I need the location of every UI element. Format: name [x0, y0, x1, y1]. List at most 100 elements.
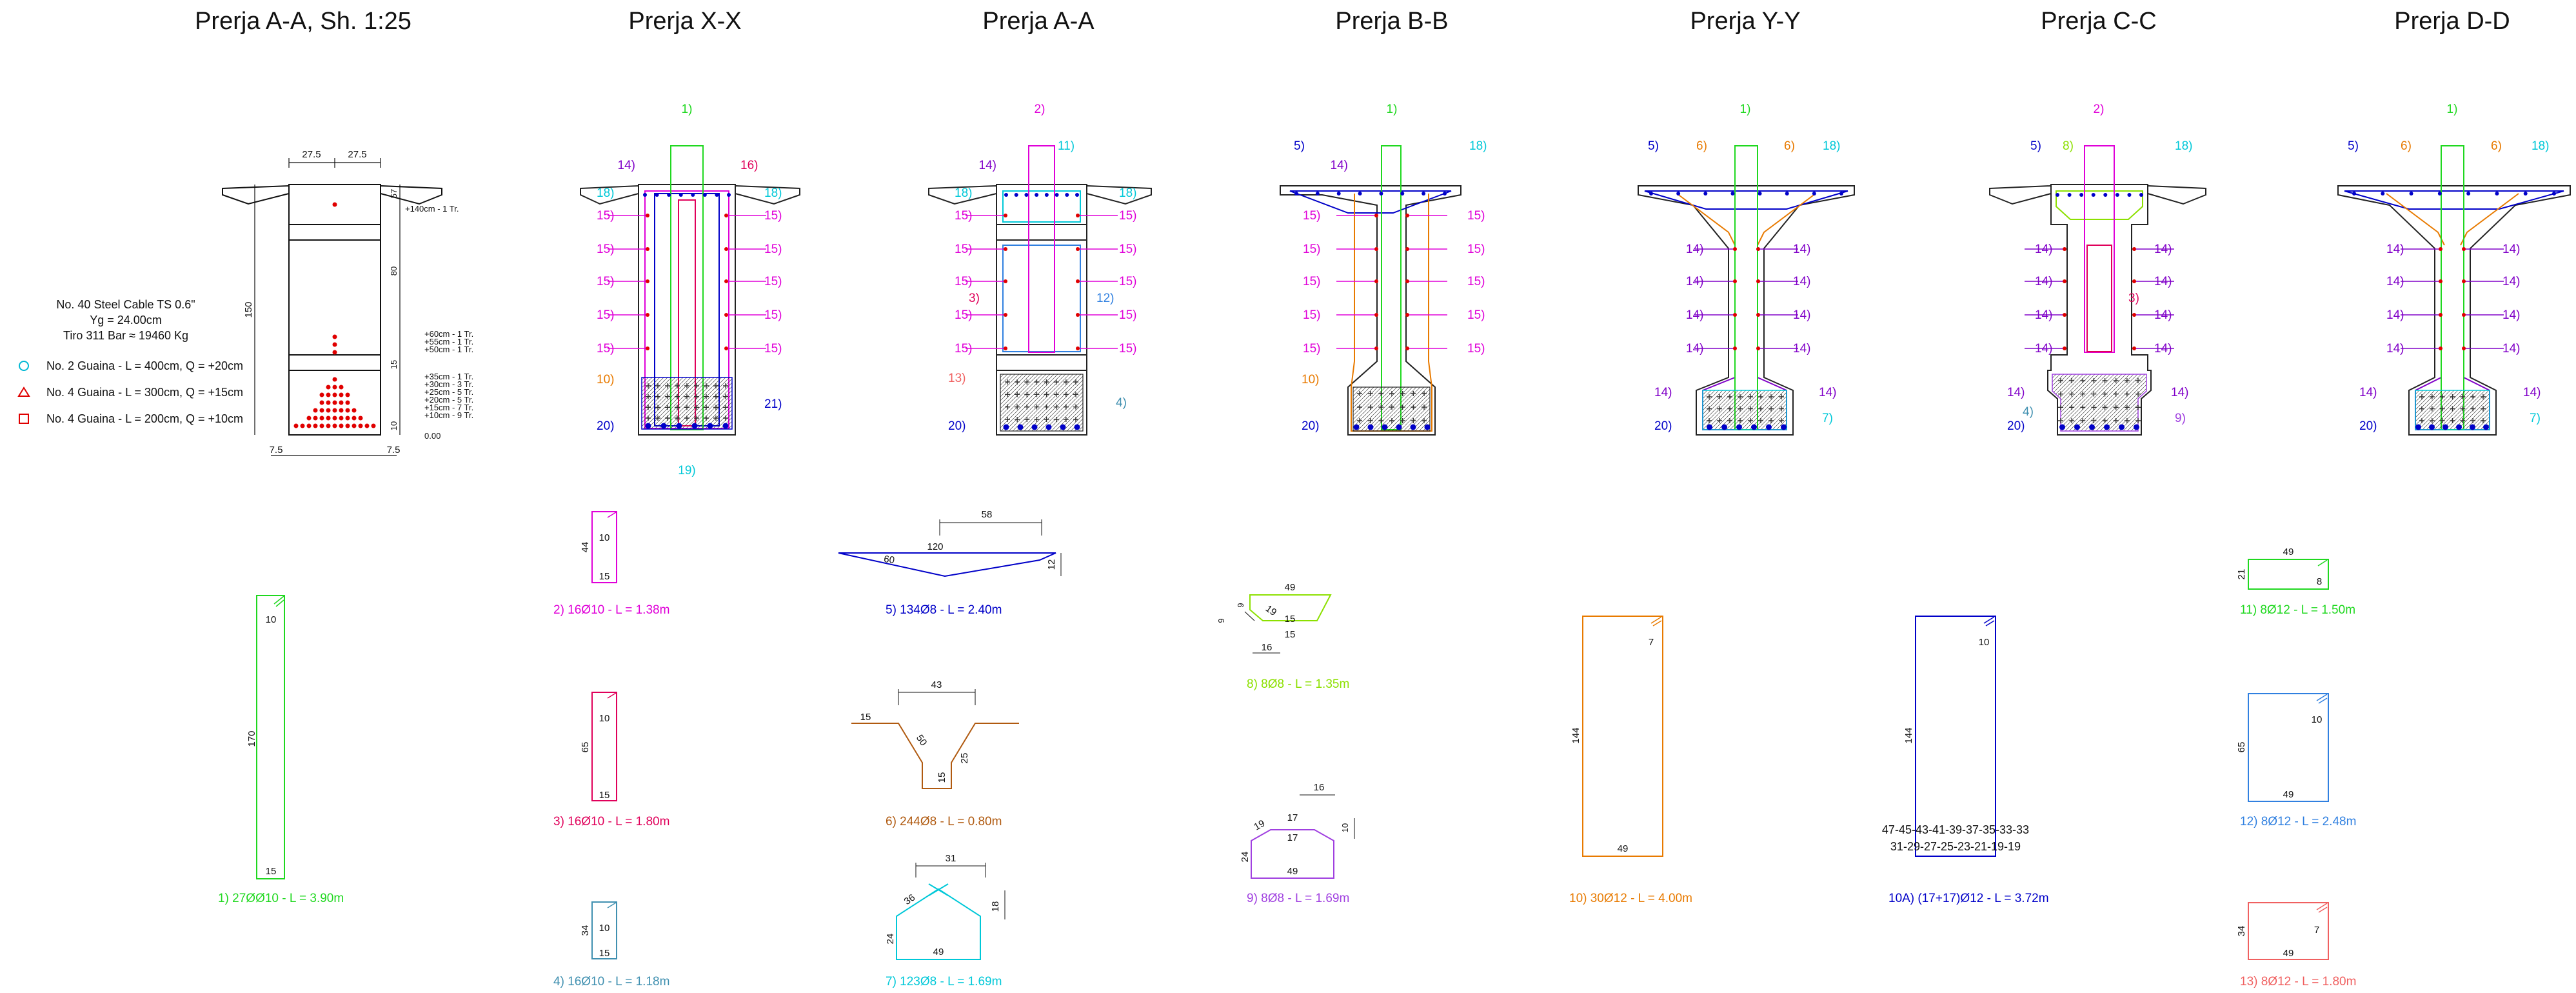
top-bar [1703, 192, 1708, 196]
rebar-point [1076, 346, 1080, 350]
rebar-cross [723, 383, 728, 388]
rebar-cross [2450, 394, 2455, 399]
tendon-dot [332, 400, 337, 405]
rebar-cross [2470, 394, 2476, 399]
tendon-dot [306, 423, 312, 428]
bar-4-shape: 10 34 15 4) 16Ø10 - L = 1.18m [553, 901, 669, 988]
title-section-b-b: Prerja B-B [1335, 8, 1448, 35]
bar-5-dim-60: 60 [883, 554, 895, 566]
rebar-cross [1400, 405, 1405, 410]
bar-13-dim-49: 49 [2283, 948, 2294, 959]
dim-7-5-left: 7.5 [270, 445, 283, 456]
rebar-cross [1024, 379, 1030, 385]
rebar-point [1733, 247, 1737, 251]
tendon-dot [339, 416, 344, 421]
bar-5-dim-12: 12 [1046, 559, 1057, 570]
bar-12-dim-65: 65 [2236, 742, 2247, 753]
rebar-cross [1707, 418, 1712, 423]
bar-3-dim-65: 65 [580, 742, 591, 753]
rebar-point [2063, 346, 2066, 350]
rebar-point [1405, 346, 1409, 350]
rebar-cross [2460, 394, 2466, 399]
top-bar [1024, 193, 1029, 197]
rebar-cross [1073, 417, 1078, 422]
tendon-dot [319, 416, 324, 421]
rebar-cross [2091, 405, 2097, 410]
bottom-bar [676, 423, 682, 429]
bar-10a-seq-1: 47-45-43-41-39-37-35-33-33 [1882, 823, 2029, 836]
rebar-cross [2080, 405, 2086, 410]
bar-8-caption: 8) 8Ø8 - L = 1.35m [1247, 677, 1349, 691]
rebar-cross [1748, 406, 1753, 412]
aa-label-18-left: 18) [955, 186, 972, 200]
tendon-dot [345, 423, 350, 428]
bar-1-dim-170: 170 [246, 730, 257, 747]
title-section-x-x: Prerja X-X [628, 8, 741, 35]
rebar-cross [1053, 379, 1059, 385]
bar-8-dim-19: 19 [1263, 603, 1278, 618]
section-y-y-drawing [1638, 145, 1855, 436]
section-c-c-labels: 2) 5) 8) 18) 14) 14) 14) 14) 14) 14) 14)… [2007, 103, 2192, 433]
bottom-bar [1766, 424, 1772, 430]
tendon-dot [332, 350, 337, 355]
rebar-point [2439, 279, 2442, 283]
top-bar [715, 193, 719, 197]
tendon-dot [326, 423, 331, 428]
cc-label-14-l5: 14) [2007, 386, 2025, 399]
level-60: +60cm - 1 Tr. [424, 329, 473, 339]
bottom-bar [1424, 424, 1431, 430]
tendon-dot [352, 416, 357, 421]
rebar-cross [1738, 394, 1743, 399]
rebar-cross [1422, 391, 1427, 396]
rebar-cross [713, 416, 718, 421]
bar-5-dim-58: 58 [982, 509, 993, 520]
tendon-dots [293, 202, 376, 428]
tendon-dot [332, 202, 337, 207]
tendon-dot [306, 416, 312, 421]
tendon-dot [326, 400, 331, 405]
bar-3-dim-10: 10 [599, 713, 610, 724]
bottom-bar [1781, 424, 1787, 430]
rebar-cross [2135, 378, 2141, 383]
bottom-bar [1045, 424, 1052, 430]
rebar-cross [675, 394, 680, 399]
rebar-cross [2080, 391, 2086, 397]
rebar-cross [2113, 378, 2119, 383]
tendon-dot [332, 385, 337, 390]
top-bar [1730, 192, 1735, 196]
bottom-bar [2415, 424, 2421, 430]
aa-label-15-r4: 15) [1119, 308, 1136, 322]
title-section-a-a-scale: Prerja A-A, Sh. 1:25 [195, 8, 411, 35]
tendon-dot [313, 408, 318, 413]
rebar-cross [1015, 417, 1020, 422]
rebar-cross [1073, 392, 1078, 397]
bar-1-caption: 1) 27ØØ10 - L = 3.90m [218, 892, 344, 905]
bar-6-dim-15-mid: 15 [936, 772, 947, 783]
bottom-bar [2470, 424, 2475, 430]
rebar-cross [1422, 405, 1427, 410]
bar-10a-dim-10: 10 [1979, 637, 1990, 648]
bottom-bar [1736, 424, 1742, 430]
xx-label-10: 10) [597, 373, 614, 386]
bb-label-15-r2: 15) [1467, 243, 1485, 256]
rebar-cross [1044, 404, 1049, 410]
top-bar [1055, 193, 1059, 197]
bar-5-shape: 58 120 60 12 5) 134Ø8 - L = 2.40m [838, 509, 1062, 617]
rebar-point [1004, 279, 1007, 283]
rebar-cross [2102, 391, 2108, 397]
bottom-bar [707, 423, 713, 429]
bar-10-dim-7: 7 [1649, 637, 1654, 648]
top-bar [2466, 192, 2471, 196]
level-35: +35cm - 1 Tr. [424, 372, 473, 381]
bar-13-dim-34: 34 [2236, 926, 2247, 937]
rebar-cross [2124, 391, 2130, 397]
rebar-point [1076, 247, 1080, 251]
rebar-point [1756, 279, 1760, 283]
bar-8-dim-9-side: 9 [1216, 618, 1226, 623]
bar-4-dim-15: 15 [599, 948, 610, 959]
yy-label-18: 18) [1823, 139, 1840, 153]
rebar-cross [1717, 418, 1722, 423]
bottom-bar [2104, 424, 2110, 430]
bar-7-dim-24: 24 [885, 934, 896, 945]
bar-6-dim-25: 25 [959, 753, 970, 764]
